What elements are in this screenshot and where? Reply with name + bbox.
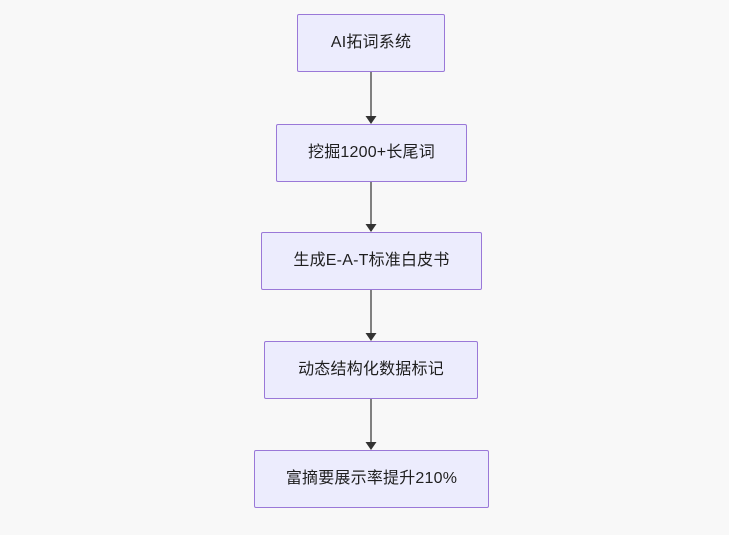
flow-edge [361,72,381,124]
flow-node-label: 动态结构化数据标记 [298,361,444,379]
flow-node[interactable]: AI拓词系统 [297,14,445,72]
edge-arrowhead-icon [365,116,377,124]
flow-node[interactable]: 生成E-A-T标准白皮书 [261,232,482,290]
flow-edge [361,399,381,450]
flow-node[interactable]: 动态结构化数据标记 [264,341,478,399]
flow-node-label: 生成E-A-T标准白皮书 [293,252,450,270]
edge-arrowhead-icon [365,224,377,232]
edge-arrowhead-icon [365,442,377,450]
edge-arrowhead-icon [365,333,377,341]
flow-node-label: 挖掘1200+长尾词 [308,144,435,162]
flow-node-label: 富摘要展示率提升210% [285,470,458,488]
flow-edge [361,290,381,341]
flow-node-label: AI拓词系统 [330,34,412,52]
flow-node[interactable]: 挖掘1200+长尾词 [276,124,467,182]
flow-node[interactable]: 富摘要展示率提升210% [254,450,489,508]
flow-edge [361,182,381,232]
